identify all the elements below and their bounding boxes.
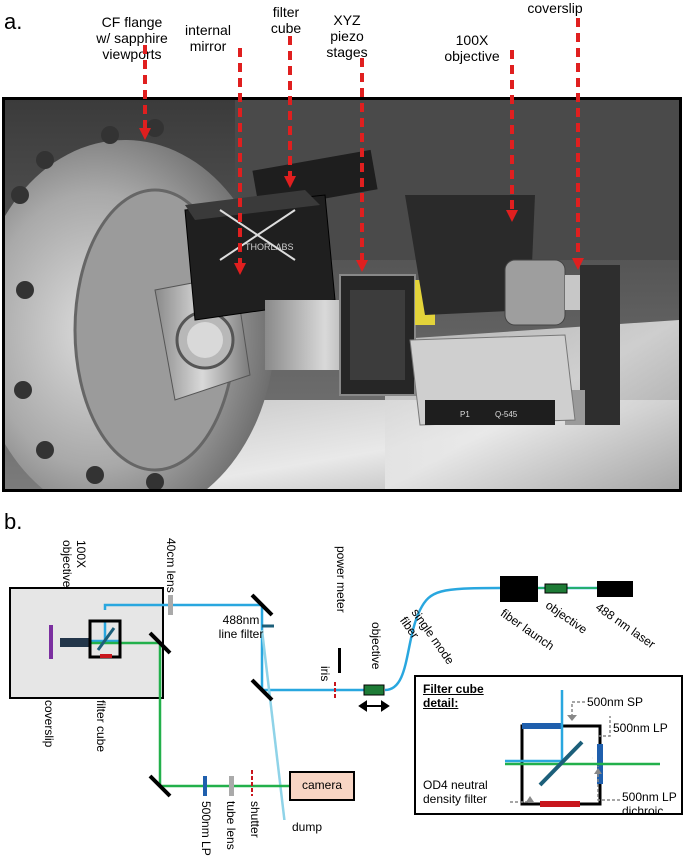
laser-objective — [545, 584, 567, 593]
detail-label-od4: OD4 neutral density filter — [423, 778, 488, 806]
label-b-line-filter: 488nm line filter — [206, 613, 276, 641]
label-b-100x-objective: 100X objective — [44, 540, 92, 600]
label-b-dump: dump — [292, 820, 322, 834]
power-meter — [338, 648, 341, 673]
panel-a-letter: a. — [4, 10, 22, 34]
detail-od4-filter — [540, 801, 580, 807]
apparatus-photo: THORLABS P1 Q-545 — [2, 97, 682, 492]
double-arrow-icon — [360, 702, 388, 710]
label-coverslip: coverslip — [510, 0, 600, 16]
reflected-beam — [262, 630, 285, 820]
label-filter-cube: filter cube — [256, 4, 316, 36]
detail-label-lp: 500nm LP — [613, 721, 668, 735]
lens-40cm — [168, 595, 173, 615]
detail-sp-filter — [522, 723, 562, 729]
label-internal-mirror: internal mirror — [168, 22, 248, 54]
objective-lens — [505, 260, 565, 325]
label-xyz-stages: XYZ piezo stages — [312, 12, 382, 60]
objective-coupler — [364, 685, 384, 695]
tube-lens — [229, 776, 234, 796]
stage-label-b: Q-545 — [495, 410, 518, 419]
objective-100x-icon — [60, 638, 90, 647]
laser-488 — [597, 581, 633, 597]
lp-500-filter — [203, 776, 207, 796]
detail-title: Filter cube detail: — [423, 682, 484, 710]
label-b-camera: camera — [290, 778, 354, 792]
stage-label-a: P1 — [460, 410, 470, 419]
fiber-launch — [500, 576, 538, 602]
coverslip-holder — [580, 265, 620, 425]
detail-label-dichroic: 500nm LP dichroic — [622, 790, 677, 818]
coverslip-icon — [49, 625, 53, 659]
apparatus-photo-drawing: THORLABS P1 Q-545 — [5, 100, 679, 489]
detail-label-sp: 500nm SP — [587, 695, 643, 709]
label-100x-objective: 100X objective — [432, 32, 512, 64]
